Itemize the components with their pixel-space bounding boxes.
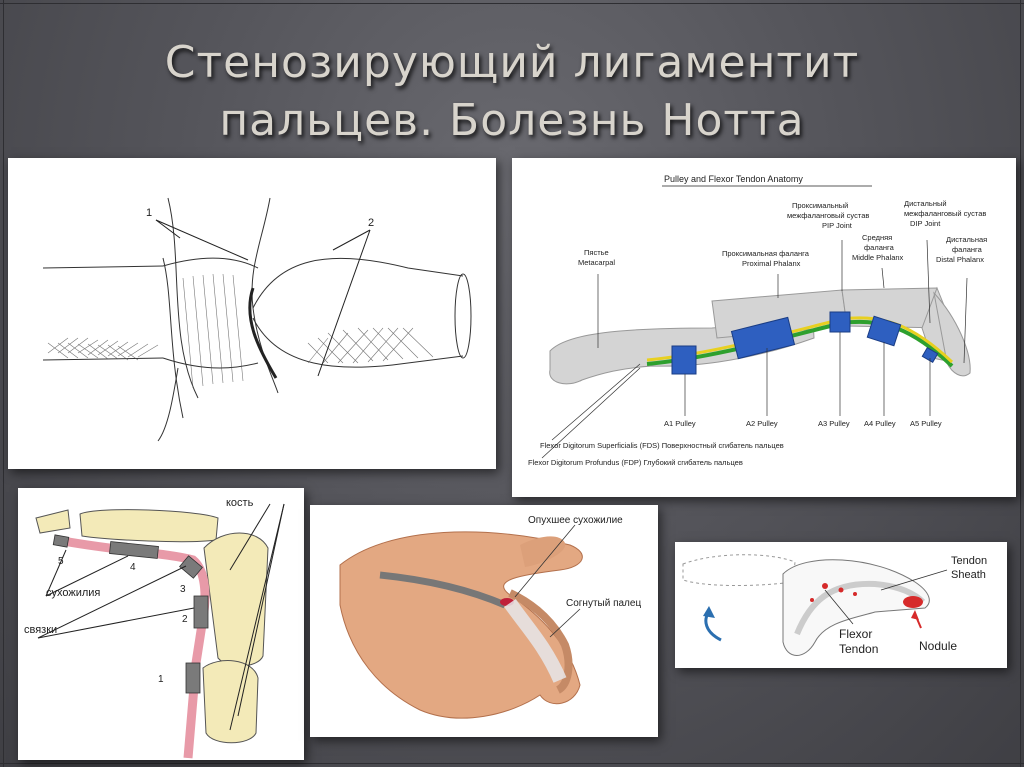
distal-phalanx-en: Distal Phalanx (936, 255, 984, 264)
proximal-phalanx-ru: Проксимальная фаланга (722, 249, 810, 258)
fdp-label: Flexor Digitorum Profundus (FDP) Глубоки… (528, 458, 743, 467)
slide-title-line2: пальцев. Болезнь Нотта (219, 95, 805, 146)
pulleys (671, 311, 939, 375)
middle-phalanx-ru-1: Средняя (862, 233, 892, 242)
hand-illustration-panel: Опухшее сухожилие Согнутый палец (310, 505, 658, 737)
pulley-a4 (866, 315, 902, 347)
middle-phalanx-en: Middle Phalanx (852, 253, 904, 262)
metacarpal-ru: Пястье (584, 248, 609, 257)
bent-finger-label: Согнутый палец (566, 598, 641, 609)
dip-en: DIP Joint (910, 219, 941, 228)
dip-ru-1: Дистальный (904, 199, 947, 208)
pulley-anatomy-panel: Pulley and Flexor Tendon Anatomy (512, 158, 1016, 497)
swollen-tendon-label: Опухшее сухожилие (528, 515, 623, 526)
pip-ru-2: межфаланговый сустав (787, 211, 869, 220)
pip-en: PIP Joint (822, 221, 853, 230)
distal-phalanx-ru-2: фаланга (952, 245, 983, 254)
dip-ru-2: межфаланговый сустав (904, 209, 986, 218)
fds-label: Flexor Digitorum Superficialis (FDS) Пов… (540, 441, 784, 450)
a4-pulley-label: A4 Pulley (864, 419, 896, 428)
hand-illustration: Опухшее сухожилие Согнутый палец (339, 515, 641, 719)
finger-schematic-drawing: кость сухожилия связки 5 4 3 2 1 (24, 497, 285, 759)
sketch-label-2: 2 (368, 217, 374, 229)
trigger-finger-panel: Tendon Sheath Flexor Tendon Nodule (675, 542, 1007, 668)
trigger-finger-diagram: Tendon Sheath Flexor Tendon Nodule (682, 554, 987, 656)
frame-line-left (3, 0, 4, 767)
pulley-a1 (671, 345, 697, 375)
frame-line-top (0, 3, 1024, 4)
pulley-a2 (730, 316, 796, 360)
finger-sketch-panel: 1 2 (8, 158, 496, 469)
tendon-sheath-label-1: Tendon (951, 555, 987, 567)
tendons-label: сухожилия (46, 587, 100, 599)
finger-sketch-drawing: 1 2 (42, 197, 472, 442)
schematic-num-5: 5 (58, 556, 64, 567)
a2-pulley-label: A2 Pulley (746, 419, 778, 428)
frame-line-bottom (0, 763, 1024, 764)
flexor-tendon-label-1: Flexor (839, 627, 872, 641)
schematic-num-2: 2 (182, 614, 188, 625)
schematic-num-1: 1 (158, 674, 164, 685)
flexor-tendon-label-2: Tendon (839, 642, 878, 656)
metacarpal-en: Metacarpal (578, 258, 615, 267)
anatomy-heading: Pulley and Flexor Tendon Anatomy (664, 174, 803, 184)
middle-phalanx-ru-2: фаланга (864, 243, 895, 252)
slide-title: Стенозирующий лигаментит пальцев. Болезн… (0, 34, 1024, 150)
pip-ru-1: Проксимальный (792, 201, 848, 210)
frame-line-right (1020, 0, 1021, 767)
distal-phalanx-ru-1: Дистальная (946, 235, 987, 244)
schematic-num-4: 4 (130, 562, 136, 573)
ligaments (52, 534, 209, 694)
tendon-sheath-label-2: Sheath (951, 569, 986, 581)
sketch-label-1: 1 (146, 207, 152, 219)
ligaments-label: связки (24, 624, 57, 636)
nodule-label: Nodule (919, 639, 957, 653)
finger-schematic-panel: кость сухожилия связки 5 4 3 2 1 (18, 488, 304, 760)
pulley-anatomy-diagram: Pulley and Flexor Tendon Anatomy (528, 174, 987, 467)
bone-label: кость (226, 497, 254, 509)
pulley-a3 (829, 311, 851, 333)
a1-pulley-label: A1 Pulley (664, 419, 696, 428)
proximal-phalanx-en: Proximal Phalanx (742, 259, 801, 268)
a3-pulley-label: A3 Pulley (818, 419, 850, 428)
pulley-a5 (921, 346, 939, 364)
schematic-num-3: 3 (180, 584, 186, 595)
a5-pulley-label: A5 Pulley (910, 419, 942, 428)
slide-title-line1: Стенозирующий лигаментит (164, 37, 860, 88)
